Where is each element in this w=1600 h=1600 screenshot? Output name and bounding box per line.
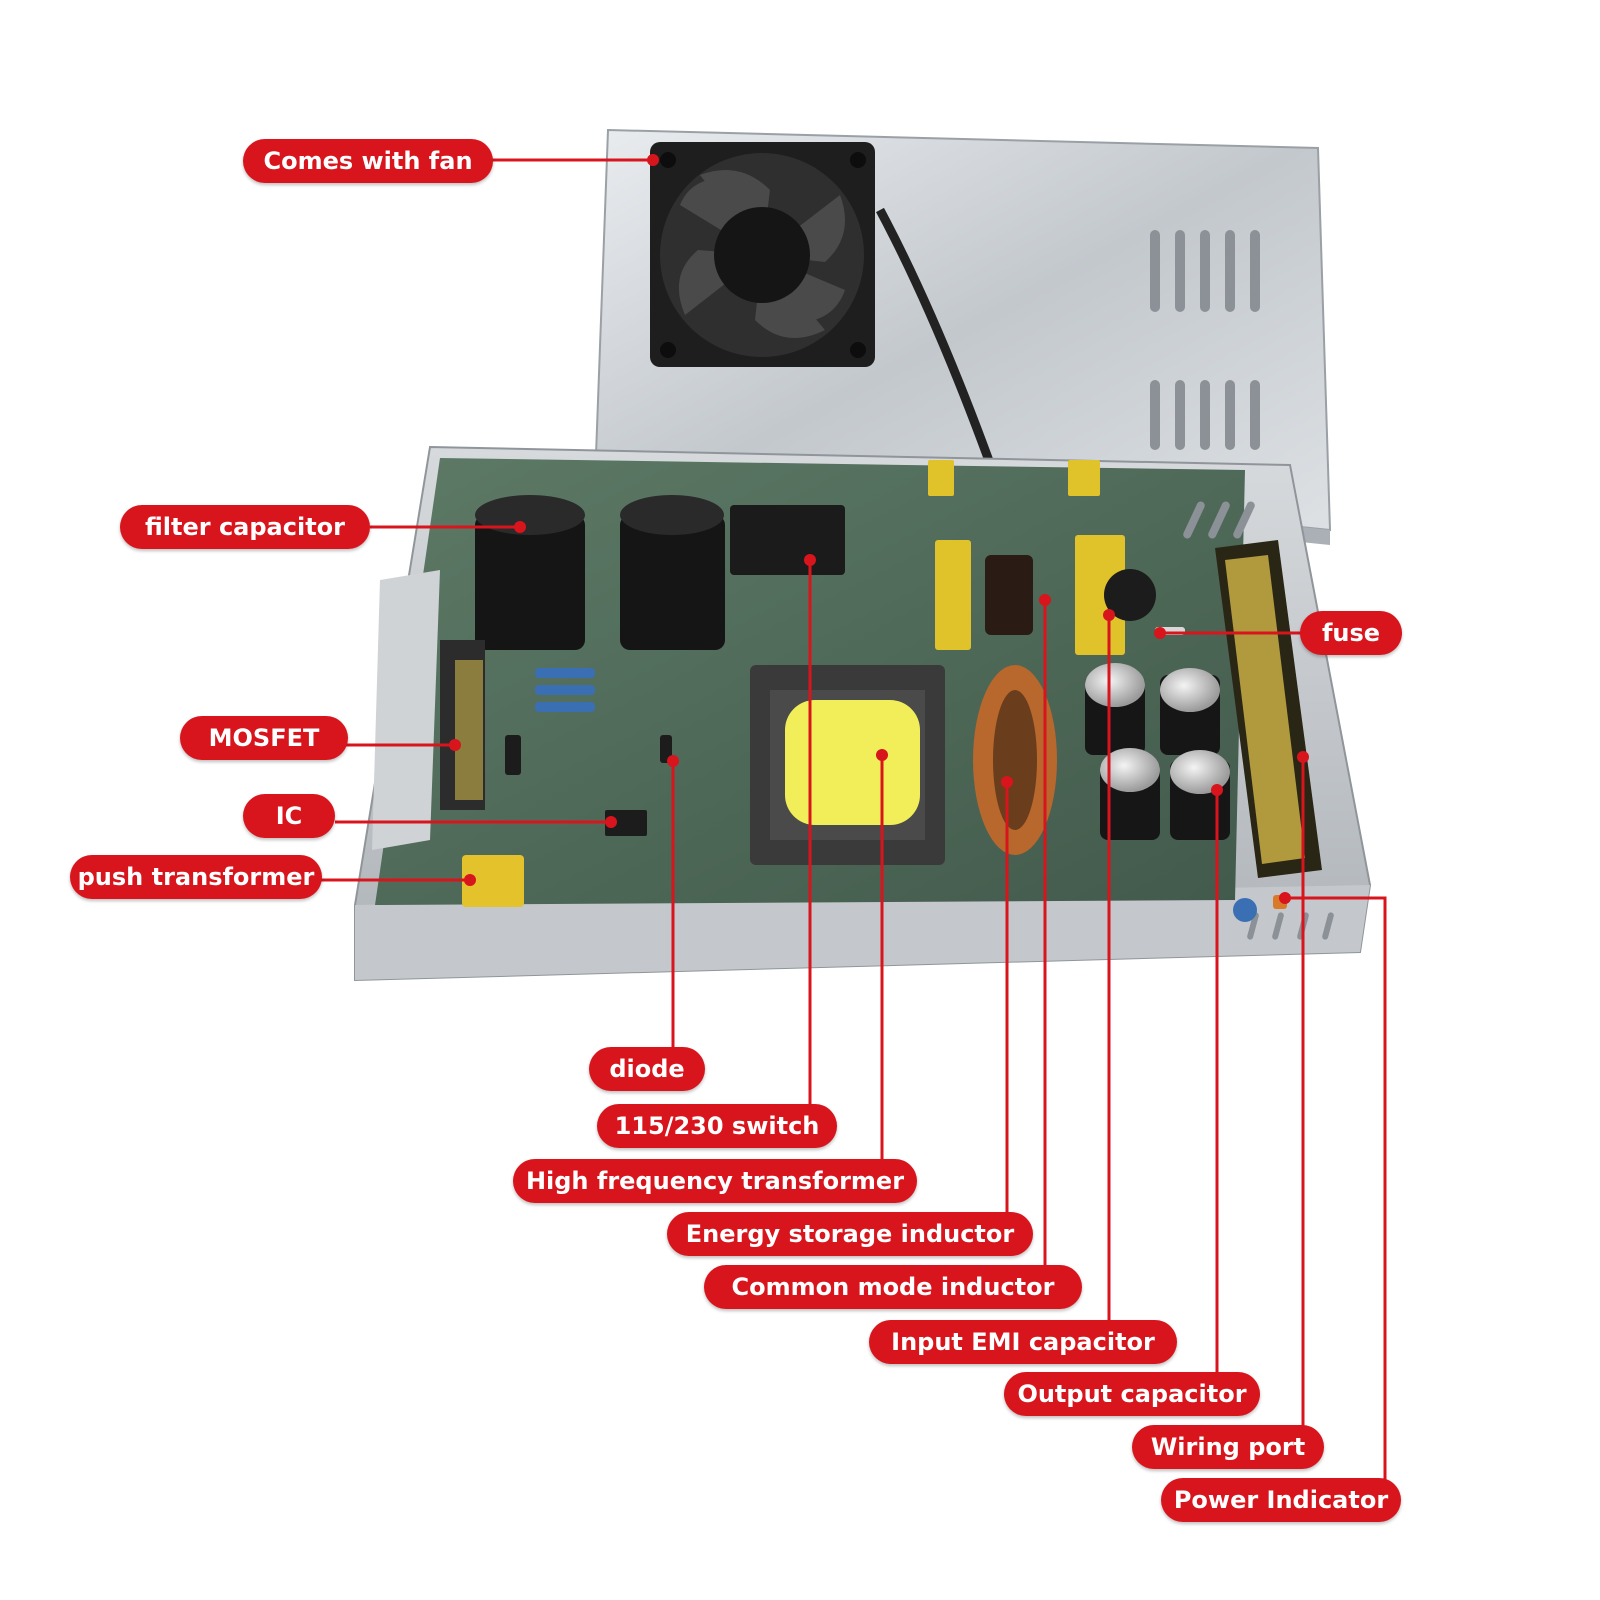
label-common-mode-inductor: Common mode inductor	[704, 1265, 1082, 1309]
leader-lines	[320, 158, 1387, 1496]
label-115-230-switch: 115/230 switch	[597, 1104, 837, 1148]
label-push-transformer: push transformer	[70, 855, 322, 899]
output-capacitors	[1085, 663, 1230, 840]
label-power-indicator: Power Indicator	[1161, 1478, 1401, 1522]
label-wiring-port: Wiring port	[1132, 1425, 1324, 1469]
voltage-switch	[730, 505, 845, 575]
lid-vent-slots	[1150, 230, 1260, 450]
energy-storage-inductor	[973, 665, 1057, 855]
label-energy-storage-inductor: Energy storage inductor	[667, 1212, 1033, 1256]
chassis-vents	[1183, 501, 1334, 940]
leader-dots	[449, 154, 1309, 904]
cooling-fan	[650, 142, 875, 367]
label-fuse: fuse	[1300, 611, 1402, 655]
push-transformer	[462, 855, 524, 907]
mosfet-heatsink	[440, 640, 485, 810]
ic-chip	[605, 810, 647, 836]
label-high-frequency-transformer: High frequency transformer	[513, 1159, 917, 1203]
label-output-capacitor: Output capacitor	[1004, 1372, 1260, 1416]
filter-capacitors	[475, 495, 725, 650]
emi-capacitors	[928, 460, 1125, 655]
label-ic: IC	[243, 794, 335, 838]
label-diode: diode	[589, 1047, 705, 1091]
label-comes-with-fan: Comes with fan	[243, 139, 493, 183]
hf-transformer	[750, 665, 945, 865]
common-mode-inductor	[985, 555, 1033, 635]
label-filter-capacitor: filter capacitor	[120, 505, 370, 549]
label-mosfet: MOSFET	[180, 716, 348, 760]
label-input-emi-capacitor: Input EMI capacitor	[869, 1320, 1177, 1364]
